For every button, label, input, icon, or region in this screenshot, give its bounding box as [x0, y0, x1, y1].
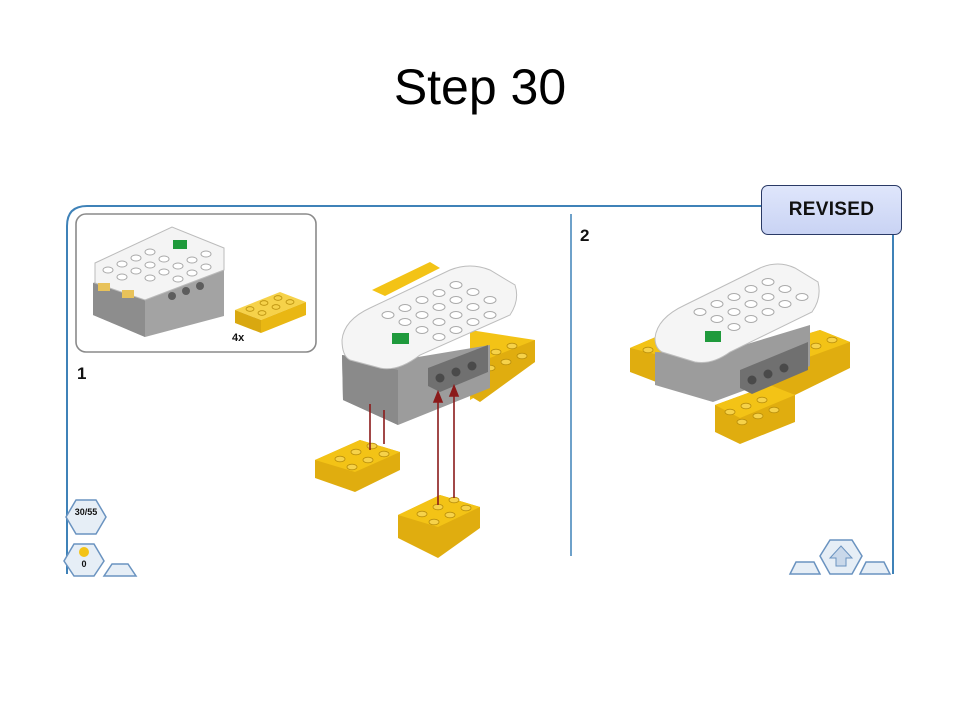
score-counter-text: 0	[81, 559, 87, 569]
smarthub-part-icon	[93, 226, 225, 337]
star-icon	[79, 547, 89, 557]
nav-hexagon-partial[interactable]	[102, 563, 138, 577]
score-hexagon[interactable]	[63, 543, 105, 577]
step-2-label: 2	[580, 226, 590, 245]
page-counter-hexagon[interactable]	[65, 499, 107, 535]
assembly-arrows	[369, 383, 460, 505]
step-1-label: 1	[77, 364, 87, 383]
loose-brick-left	[315, 440, 400, 492]
loose-brick-right	[398, 495, 480, 558]
up-arrow-icon	[828, 545, 854, 567]
nav-up-button[interactable]	[819, 539, 863, 575]
step1-assembly	[341, 262, 535, 425]
revised-badge: REVISED	[761, 185, 902, 235]
step2-assembly	[630, 263, 850, 444]
slide-title: Step 30	[393, 59, 567, 115]
nav-right-button[interactable]	[858, 561, 892, 575]
yellow-brick-part-icon	[235, 292, 306, 333]
nav-left-button[interactable]	[788, 561, 822, 575]
page-counter-text: 30/55	[74, 507, 98, 517]
parts-quantity-label: 4x	[232, 332, 245, 344]
